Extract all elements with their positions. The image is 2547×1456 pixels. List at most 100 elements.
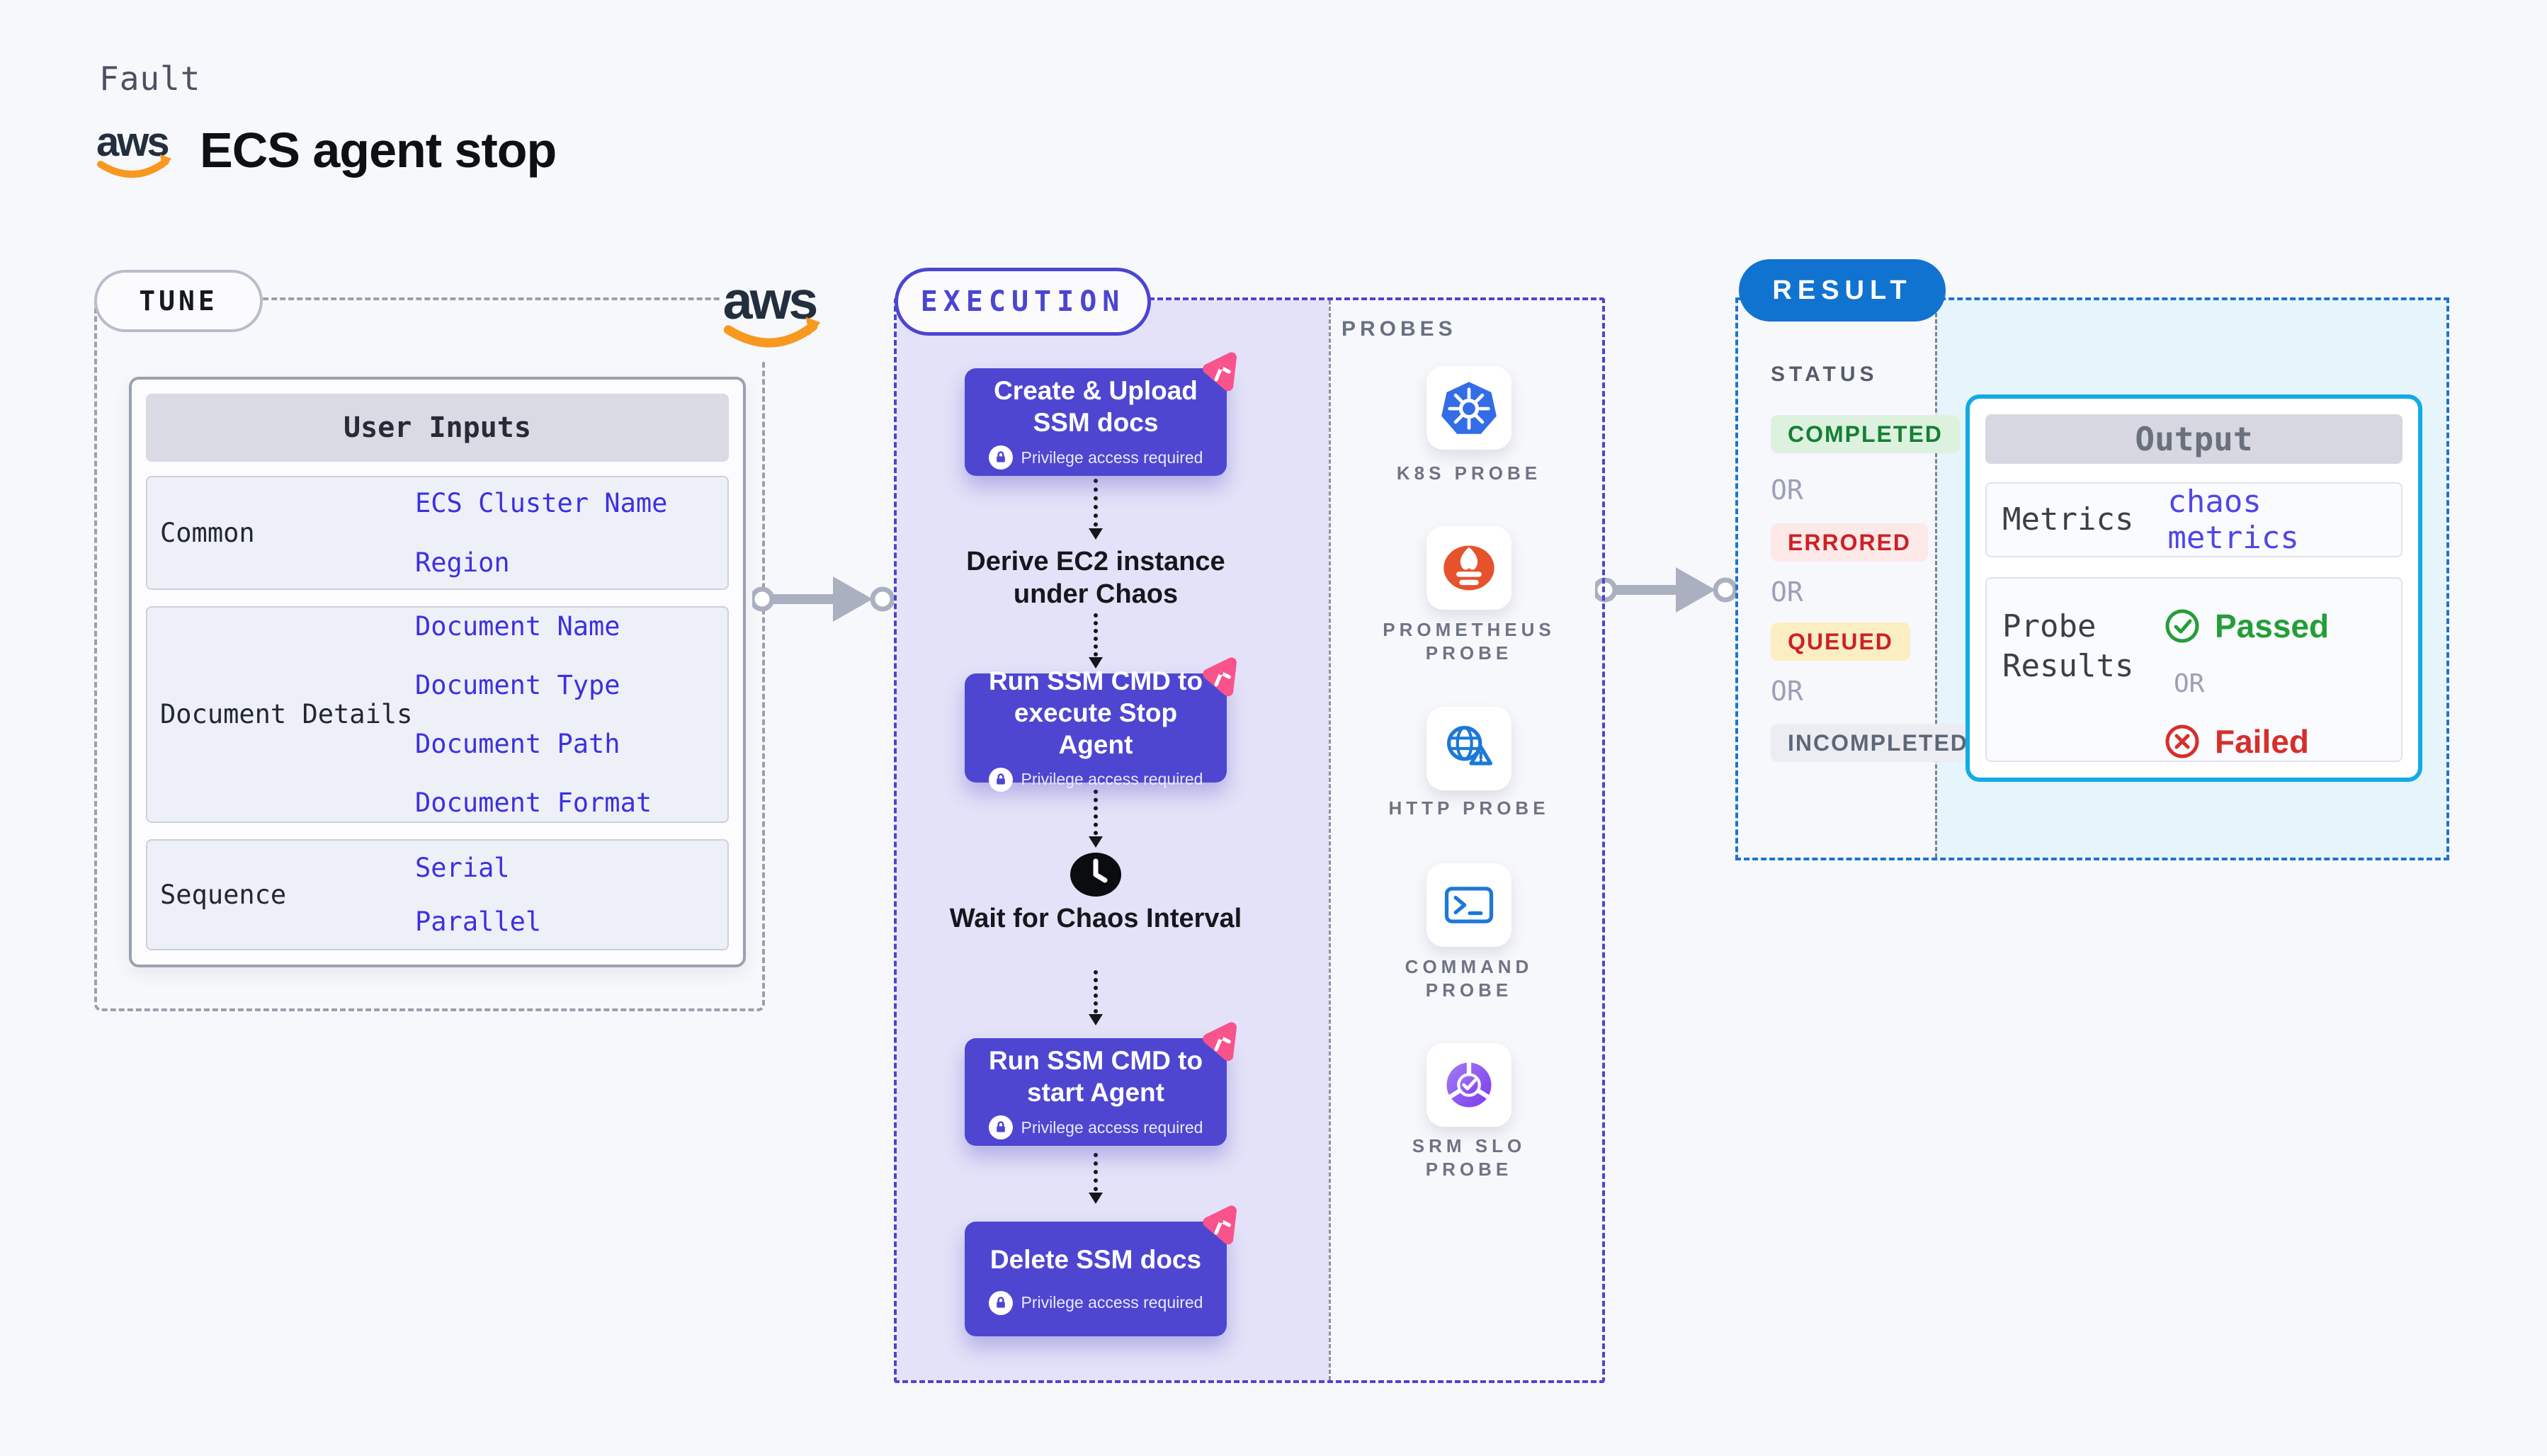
link-document-format[interactable]: Document Format bbox=[415, 787, 652, 818]
litmus-chaos-icon bbox=[1203, 1205, 1237, 1245]
metrics-row: Metrics chaos metrics bbox=[1985, 482, 2403, 557]
lock-icon bbox=[988, 1290, 1013, 1315]
http-icon bbox=[1447, 725, 1493, 766]
aws-smile-icon bbox=[97, 158, 169, 178]
group-label: Sequence bbox=[160, 879, 287, 910]
flow-arrow-icon bbox=[1089, 479, 1103, 540]
lock-icon bbox=[988, 1115, 1013, 1139]
execution-to-result-arrow-icon bbox=[1595, 567, 1737, 613]
probe-card-srm-slo bbox=[1426, 1043, 1511, 1127]
execution-badge: EXECUTION bbox=[895, 268, 1151, 336]
probe-results-row: Probe Results Passed OR bbox=[1985, 577, 2403, 762]
or-text: OR bbox=[1771, 676, 1803, 707]
privilege-note: Privilege access required bbox=[988, 767, 1203, 792]
aws-logo-text: aws bbox=[723, 271, 817, 330]
step-run-ssm-start-agent: Run SSM CMD to start Agent Privilege acc… bbox=[965, 1022, 1237, 1146]
probe-result-failed: Failed bbox=[2164, 722, 2329, 761]
probes-label: PROBES bbox=[1341, 317, 1457, 341]
srm-slo-icon bbox=[1446, 1061, 1492, 1108]
privilege-note-text: Privilege access required bbox=[1021, 1293, 1203, 1312]
probe-label-srm-slo: SRM SLO PROBE bbox=[1363, 1134, 1575, 1181]
link-serial[interactable]: Serial bbox=[415, 852, 510, 883]
probe-label-line: PROBE bbox=[1425, 1159, 1513, 1180]
step-title: Run SSM CMD to execute Stop Agent bbox=[988, 666, 1203, 759]
kubernetes-icon bbox=[1441, 382, 1497, 434]
result-divider bbox=[1935, 300, 1937, 858]
failed-text: Failed bbox=[2215, 723, 2309, 760]
fault-eyebrow: Fault bbox=[99, 59, 201, 98]
link-document-name[interactable]: Document Name bbox=[415, 610, 620, 642]
clock-icon bbox=[1070, 853, 1121, 897]
link-document-path[interactable]: Document Path bbox=[415, 728, 620, 759]
aws-smile-arrow-icon bbox=[160, 154, 171, 169]
result-section: STATUS COMPLETED OR ERRORED OR QUEUED OR… bbox=[1735, 297, 2449, 860]
flow-arrow-icon bbox=[1089, 1153, 1103, 1204]
probe-label-line: PROBE bbox=[1425, 979, 1513, 1001]
link-document-type[interactable]: Document Type bbox=[415, 669, 620, 700]
check-circle-icon bbox=[2165, 609, 2199, 643]
probe-card-command bbox=[1426, 863, 1511, 947]
probes-divider bbox=[1329, 300, 1331, 1380]
tune-badge: TUNE bbox=[94, 270, 263, 332]
probe-results-values: Passed OR Failed bbox=[2164, 607, 2329, 761]
probe-label-command: COMMAND PROBE bbox=[1363, 955, 1575, 1002]
privilege-note: Privilege access required bbox=[988, 445, 1203, 470]
user-inputs-header: User Inputs bbox=[146, 394, 729, 462]
user-inputs-group-common: Common ECS Cluster Name Region bbox=[146, 476, 729, 590]
probe-label-line: COMMAND bbox=[1405, 956, 1533, 977]
user-inputs-group-sequence: Sequence Serial Parallel bbox=[146, 839, 729, 950]
probe-card-prometheus bbox=[1426, 526, 1511, 610]
metrics-label: Metrics bbox=[2002, 501, 2134, 538]
litmus-chaos-icon bbox=[1203, 1022, 1237, 1062]
aws-smile-arrow-icon bbox=[805, 317, 821, 336]
user-inputs-group-document-details: Document Details Document Name Document … bbox=[146, 606, 729, 823]
privilege-note: Privilege access required bbox=[988, 1115, 1203, 1139]
flow-arrow-icon bbox=[1089, 970, 1103, 1025]
status-label: STATUS bbox=[1771, 363, 1878, 386]
prometheus-icon bbox=[1443, 545, 1494, 591]
link-region[interactable]: Region bbox=[415, 547, 510, 578]
result-badge: RESULT bbox=[1739, 259, 1946, 322]
probe-label-line: PROBE bbox=[1425, 642, 1513, 664]
probe-label-http: HTTP PROBE bbox=[1363, 797, 1575, 820]
output-header: Output bbox=[1985, 414, 2403, 464]
execution-section: Create & Upload SSM docs Privilege acces… bbox=[894, 297, 1605, 1383]
step-title: Delete SSM docs bbox=[989, 1244, 1202, 1274]
probe-card-k8s bbox=[1426, 366, 1511, 450]
status-badge-errored: ERRORED bbox=[1771, 523, 1929, 562]
group-links: Document Name Document Type Document Pat… bbox=[415, 608, 652, 821]
link-parallel[interactable]: Parallel bbox=[415, 906, 542, 937]
aws-logo: aws bbox=[96, 119, 171, 178]
probe-label-prometheus: PROMETHEUS PROBE bbox=[1363, 618, 1575, 665]
passed-text: Passed bbox=[2215, 608, 2330, 644]
privilege-note-text: Privilege access required bbox=[1021, 770, 1203, 788]
lock-icon bbox=[988, 767, 1013, 792]
flow-arrow-icon bbox=[1089, 790, 1103, 848]
metrics-value-link[interactable]: chaos metrics bbox=[2167, 484, 2299, 556]
step-derive-ec2: Derive EC2 instance under Chaos bbox=[966, 547, 1225, 609]
or-text: OR bbox=[2174, 669, 2205, 698]
link-ecs-cluster-name[interactable]: ECS Cluster Name bbox=[415, 487, 668, 518]
probe-label-line: K8S PROBE bbox=[1396, 462, 1542, 484]
litmus-chaos-icon bbox=[1203, 352, 1237, 392]
tune-section bbox=[94, 297, 765, 1011]
command-icon bbox=[1444, 887, 1494, 923]
privilege-note-text: Privilege access required bbox=[1021, 448, 1203, 467]
step-title: Create & Upload SSM docs bbox=[994, 376, 1198, 437]
aws-logo-tune: aws bbox=[721, 269, 832, 361]
or-text: OR bbox=[1771, 576, 1803, 608]
flow-arrow-icon bbox=[1089, 613, 1103, 669]
group-links: Serial Parallel bbox=[415, 841, 541, 949]
status-badge-queued: QUEUED bbox=[1771, 622, 1910, 661]
probe-label-line: SRM SLO bbox=[1412, 1135, 1526, 1156]
lock-icon bbox=[988, 445, 1013, 470]
privilege-note: Privilege access required bbox=[988, 1290, 1203, 1315]
step-wait-chaos-interval: Wait for Chaos Interval bbox=[949, 904, 1242, 933]
execution-flow-area bbox=[897, 300, 1329, 1380]
x-circle-icon bbox=[2165, 724, 2199, 758]
page-title: ECS agent stop bbox=[200, 123, 557, 178]
status-badge-completed: COMPLETED bbox=[1771, 415, 1960, 453]
probe-label-k8s: K8S PROBE bbox=[1363, 462, 1575, 485]
or-text: OR bbox=[1771, 474, 1803, 506]
